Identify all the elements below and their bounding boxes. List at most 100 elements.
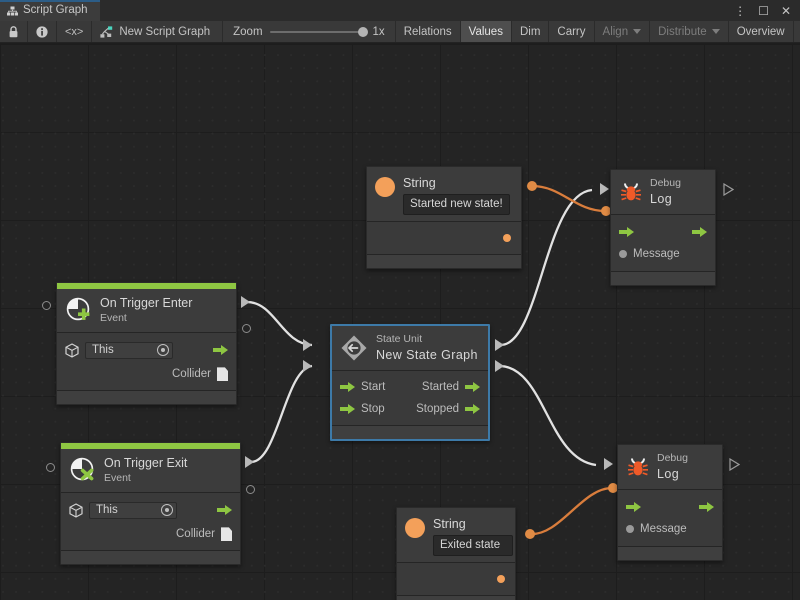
node-debug-log-top[interactable]: Debug Log Message	[610, 169, 716, 287]
event-node-accent-bar	[57, 283, 236, 289]
graph-name-label: New Script Graph	[119, 25, 211, 38]
wire-dot-debug-bottom-message[interactable]	[608, 483, 620, 495]
string-circle-icon	[405, 518, 425, 538]
node-string-top-title: String	[403, 176, 436, 190]
wire-arrow-debug-bottom-in	[604, 458, 616, 470]
graph-name-button[interactable]: New Script Graph	[92, 21, 224, 42]
collider-doc-icon[interactable]	[217, 367, 228, 382]
ext-port-trigger-enter-collider[interactable]	[242, 324, 254, 336]
debug-log-bottom-flow-row	[618, 496, 722, 518]
toolbar-button-distribute[interactable]: Distribute	[650, 21, 729, 42]
state-unit-start-port[interactable]	[340, 381, 355, 393]
on-trigger-exit-target-field[interactable]: This	[89, 501, 177, 519]
event-plus-icon	[66, 297, 90, 321]
wire-arrow-trigger-enter-out	[241, 296, 253, 308]
toolbar-button-dim[interactable]: Dim	[511, 21, 550, 42]
ext-port-trigger-exit-collider[interactable]	[246, 485, 258, 497]
code-view-button[interactable]: <x>	[57, 21, 93, 42]
ext-port-debug-top-flow-out[interactable]	[723, 182, 735, 197]
toolbar-button-carry[interactable]: Carry	[549, 21, 595, 42]
object-picker-icon[interactable]	[157, 344, 169, 357]
window-menu-icon[interactable]: ⋮	[734, 3, 747, 18]
event-cross-icon	[70, 457, 94, 481]
window-close-icon[interactable]: ✕	[780, 3, 791, 18]
node-debug-log-bottom[interactable]: Debug Log Message	[617, 444, 723, 562]
lock-icon	[9, 25, 18, 37]
zoom-slider-handle[interactable]	[357, 26, 368, 37]
ext-port-trigger-enter-target[interactable]	[42, 301, 54, 313]
wire-arrow-state-started-out	[495, 339, 507, 351]
node-on-trigger-exit-title: On Trigger Exit	[104, 456, 188, 470]
toolbar-button-values[interactable]: Values	[460, 21, 512, 42]
debug-log-top-message-port[interactable]	[619, 250, 627, 259]
debug-log-top-message-label: Message	[633, 248, 680, 261]
collider-doc-icon[interactable]	[221, 527, 232, 542]
toolbar-button-overview[interactable]: Overview	[728, 21, 794, 42]
toolbar-button-relations-label: Relations	[403, 25, 452, 38]
gameobject-cube-icon	[69, 503, 83, 518]
zoom-label: Zoom	[233, 25, 263, 38]
debug-log-bottom-message-row: Message	[618, 518, 722, 540]
node-on-trigger-exit-subtitle: Event	[104, 472, 131, 485]
toolbar-button-relations[interactable]: Relations	[395, 21, 461, 42]
wire-dot-string-bottom-out[interactable]	[525, 529, 537, 541]
zoom-value: 1x	[372, 25, 385, 38]
graph-canvas[interactable]: String Started new state!	[0, 44, 800, 600]
debug-log-bottom-message-port[interactable]	[626, 525, 634, 534]
chevron-down-icon	[633, 29, 642, 34]
string-top-output-port[interactable]	[503, 234, 511, 243]
wire-dot-debug-top-message[interactable]	[601, 206, 613, 218]
node-debug-log-top-category: Debug	[650, 177, 681, 189]
state-unit-stop-port[interactable]	[340, 403, 355, 415]
node-string-top[interactable]: String Started new state!	[366, 166, 522, 270]
info-button[interactable]	[28, 21, 57, 42]
node-on-trigger-enter-footer	[57, 390, 236, 405]
ext-port-debug-bottom-flow-out[interactable]	[729, 457, 741, 472]
zoom-slider[interactable]	[269, 26, 368, 37]
toolbar-button-align[interactable]: Align	[594, 21, 651, 42]
node-string-bottom-title: String	[433, 517, 466, 531]
string-top-value-input[interactable]: Started new state!	[403, 194, 510, 216]
state-unit-diamond-icon	[341, 335, 367, 361]
on-trigger-enter-flow-out-port[interactable]	[213, 344, 228, 356]
on-trigger-exit-target-value: This	[96, 504, 118, 517]
gameobject-cube-icon	[65, 343, 79, 358]
bug-icon	[628, 458, 648, 476]
toolbar-button-fullscreen[interactable]: Full Scr	[793, 21, 800, 42]
string-bottom-value-input[interactable]: Exited state	[433, 535, 513, 557]
string-bottom-output-port[interactable]	[497, 575, 505, 584]
debug-log-bottom-flow-in-port[interactable]	[626, 501, 641, 513]
debug-log-bottom-flow-out-port[interactable]	[699, 501, 714, 513]
node-string-top-footer	[367, 254, 521, 269]
lock-button[interactable]	[0, 21, 28, 42]
node-state-unit-body: Start Started Stop Stopped	[332, 371, 488, 426]
state-unit-stopped-port[interactable]	[465, 403, 480, 415]
wire-arrow-debug-top-in	[600, 183, 612, 195]
node-on-trigger-exit[interactable]: On Trigger Exit Event This	[60, 442, 241, 566]
node-state-unit[interactable]: State Unit New State Graph Start Started	[330, 324, 490, 442]
on-trigger-exit-collider-row: Collider	[61, 522, 240, 546]
on-trigger-exit-flow-out-port[interactable]	[217, 504, 232, 516]
window-tabbar: Script Graph ⋮ ☐ ✕	[0, 0, 800, 21]
info-icon	[36, 25, 48, 38]
wire-dot-string-top-out[interactable]	[527, 181, 539, 193]
on-trigger-exit-target-row: This	[61, 498, 240, 522]
state-unit-started-label: Started	[421, 381, 459, 394]
state-unit-stop-label: Stop	[361, 403, 385, 416]
state-unit-started-port[interactable]	[465, 381, 480, 393]
ext-port-trigger-exit-target[interactable]	[46, 463, 58, 475]
node-on-trigger-enter[interactable]: On Trigger Enter Event This	[56, 282, 237, 406]
state-unit-start-label: Start	[361, 381, 386, 394]
object-picker-icon[interactable]	[161, 504, 173, 517]
node-string-bottom[interactable]: String Exited state	[396, 507, 516, 600]
on-trigger-enter-target-field[interactable]: This	[85, 341, 173, 359]
chevron-down-icon	[711, 29, 720, 34]
node-state-unit-header: State Unit New State Graph	[332, 326, 488, 372]
on-trigger-exit-collider-label: Collider	[176, 528, 215, 541]
window-maximize-icon[interactable]: ☐	[758, 3, 769, 18]
tab-script-graph[interactable]: Script Graph	[0, 0, 100, 21]
debug-log-top-flow-out-port[interactable]	[692, 226, 707, 238]
graph-hierarchy-icon	[7, 6, 18, 16]
debug-log-top-flow-in-port[interactable]	[619, 226, 634, 238]
